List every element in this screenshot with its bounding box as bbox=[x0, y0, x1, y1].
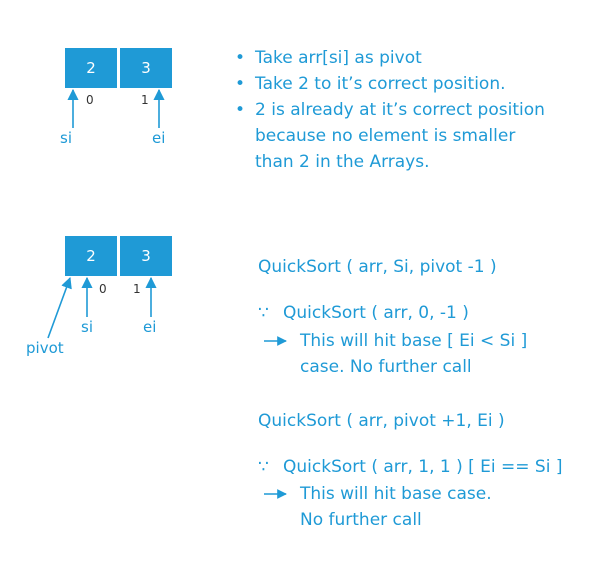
right-call-result-line-2: No further call bbox=[300, 510, 422, 530]
array-1-cell-0: 2 bbox=[65, 48, 117, 88]
pointer-si-label-1: si bbox=[60, 129, 72, 147]
array-1-index-0: 0 bbox=[86, 93, 94, 107]
explanation-bullet-list: Take arr[si] as pivot Take 2 to it’s cor… bbox=[233, 45, 545, 175]
right-call-heading: QuickSort ( arr, pivot +1, Ei ) bbox=[258, 411, 505, 431]
bullet-item: Take 2 to it’s correct position. bbox=[233, 71, 545, 97]
array-2-index-0: 0 bbox=[99, 282, 107, 296]
array-1-cell-1: 3 bbox=[120, 48, 172, 88]
bullet-item: Take arr[si] as pivot bbox=[233, 45, 545, 71]
since-symbol: ∵ bbox=[258, 457, 269, 477]
pointer-pivot-label: pivot bbox=[26, 339, 64, 357]
left-call-heading: QuickSort ( arr, Si, pivot -1 ) bbox=[258, 257, 497, 277]
left-call-result-line-1: This will hit base [ Ei < Si ] bbox=[300, 331, 528, 351]
array-2-cell-0: 2 bbox=[65, 236, 117, 276]
left-call-expression: QuickSort ( arr, 0, -1 ) bbox=[283, 303, 469, 323]
left-call-result-line-2: case. No further call bbox=[300, 357, 472, 377]
since-symbol: ∵ bbox=[258, 303, 269, 323]
pointer-ei-label-2: ei bbox=[143, 318, 157, 336]
pointer-ei-label-1: ei bbox=[152, 129, 166, 147]
arrow-pivot bbox=[47, 276, 72, 339]
array-2-cell-1: 3 bbox=[120, 236, 172, 276]
bullet-item: 2 is already at it’s correct positionbec… bbox=[233, 97, 545, 175]
right-call-expression: QuickSort ( arr, 1, 1 ) [ Ei == Si ] bbox=[283, 457, 563, 477]
array-2-index-1: 1 bbox=[133, 282, 141, 296]
pointer-si-label-2: si bbox=[81, 318, 93, 336]
right-call-result-line-1: This will hit base case. bbox=[300, 484, 492, 504]
array-1-index-1: 1 bbox=[141, 93, 149, 107]
